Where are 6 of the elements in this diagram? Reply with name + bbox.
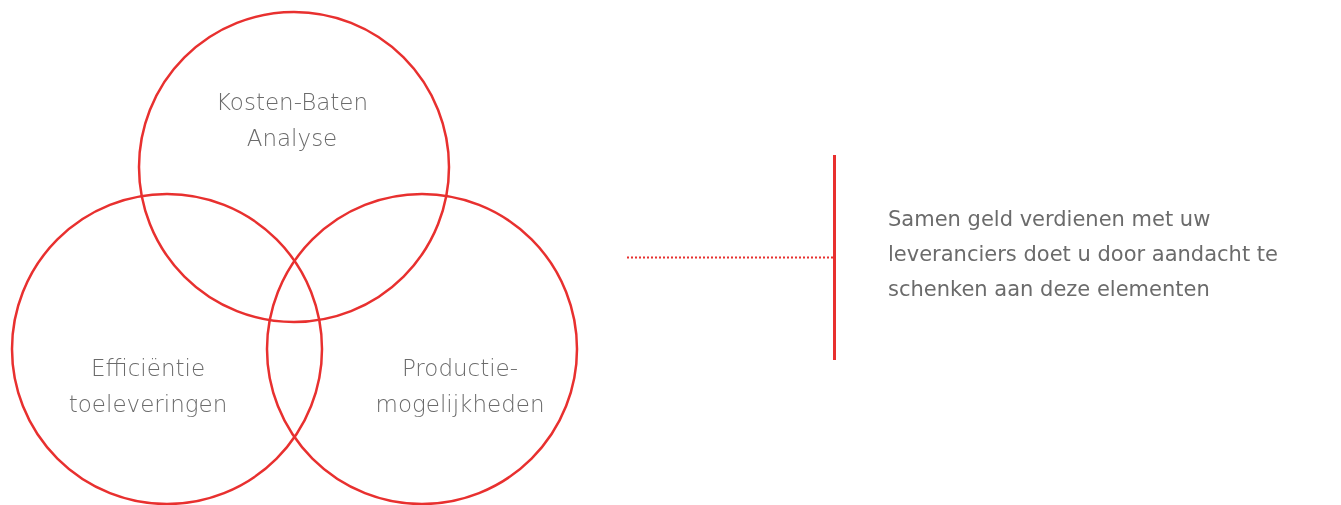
description-text: Samen geld verdienen met uw leveranciers doet u door aandacht te schenken aan deze elementen [888, 206, 1279, 303]
circle-label: Productie-mogelijkheden [374, 354, 546, 419]
circle-label: Efficiëntie toeleveringen [67, 354, 229, 419]
dotted-line [626, 256, 834, 259]
circle-label: Kosten-Baten Analyse [214, 88, 370, 153]
vertical-bar [833, 155, 836, 360]
